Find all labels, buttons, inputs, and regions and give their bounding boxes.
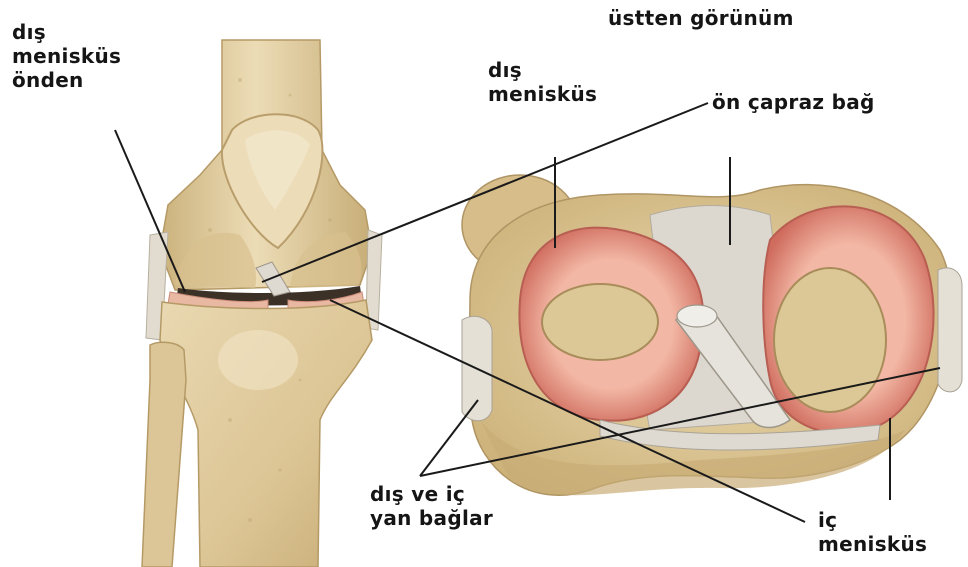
- label-ic-menisku-line1: iç: [818, 508, 927, 532]
- label-yan-baglar-line2: yan bağlar: [370, 506, 493, 530]
- label-dis-menisku-line2: menisküs: [488, 82, 597, 106]
- label-ic-menisku-line2: menisküs: [818, 532, 927, 556]
- top-view-knee: [462, 175, 962, 495]
- label-dis-menisku-line1: dış: [488, 58, 597, 82]
- label-dis-menisku-onden: dış menisküs önden: [12, 20, 121, 92]
- leader-line-yan-bag-left: [420, 400, 478, 476]
- label-dis-menisku: dış menisküs: [488, 58, 597, 106]
- label-on-capraz-bag: ön çapraz bağ: [712, 90, 875, 114]
- label-dis-menisku-onden-line2: menisküs: [12, 44, 121, 68]
- label-dis-ve-ic-yan-baglar: dış ve iç yan bağlar: [370, 482, 493, 530]
- front-knee: [142, 40, 382, 567]
- label-dis-menisku-onden-line3: önden: [12, 68, 121, 92]
- label-yan-baglar-line1: dış ve iç: [370, 482, 493, 506]
- label-ic-menisku: iç menisküs: [818, 508, 927, 556]
- label-ustten-gorunum: üstten görünüm: [608, 6, 794, 30]
- label-dis-menisku-onden-line1: dış: [12, 20, 121, 44]
